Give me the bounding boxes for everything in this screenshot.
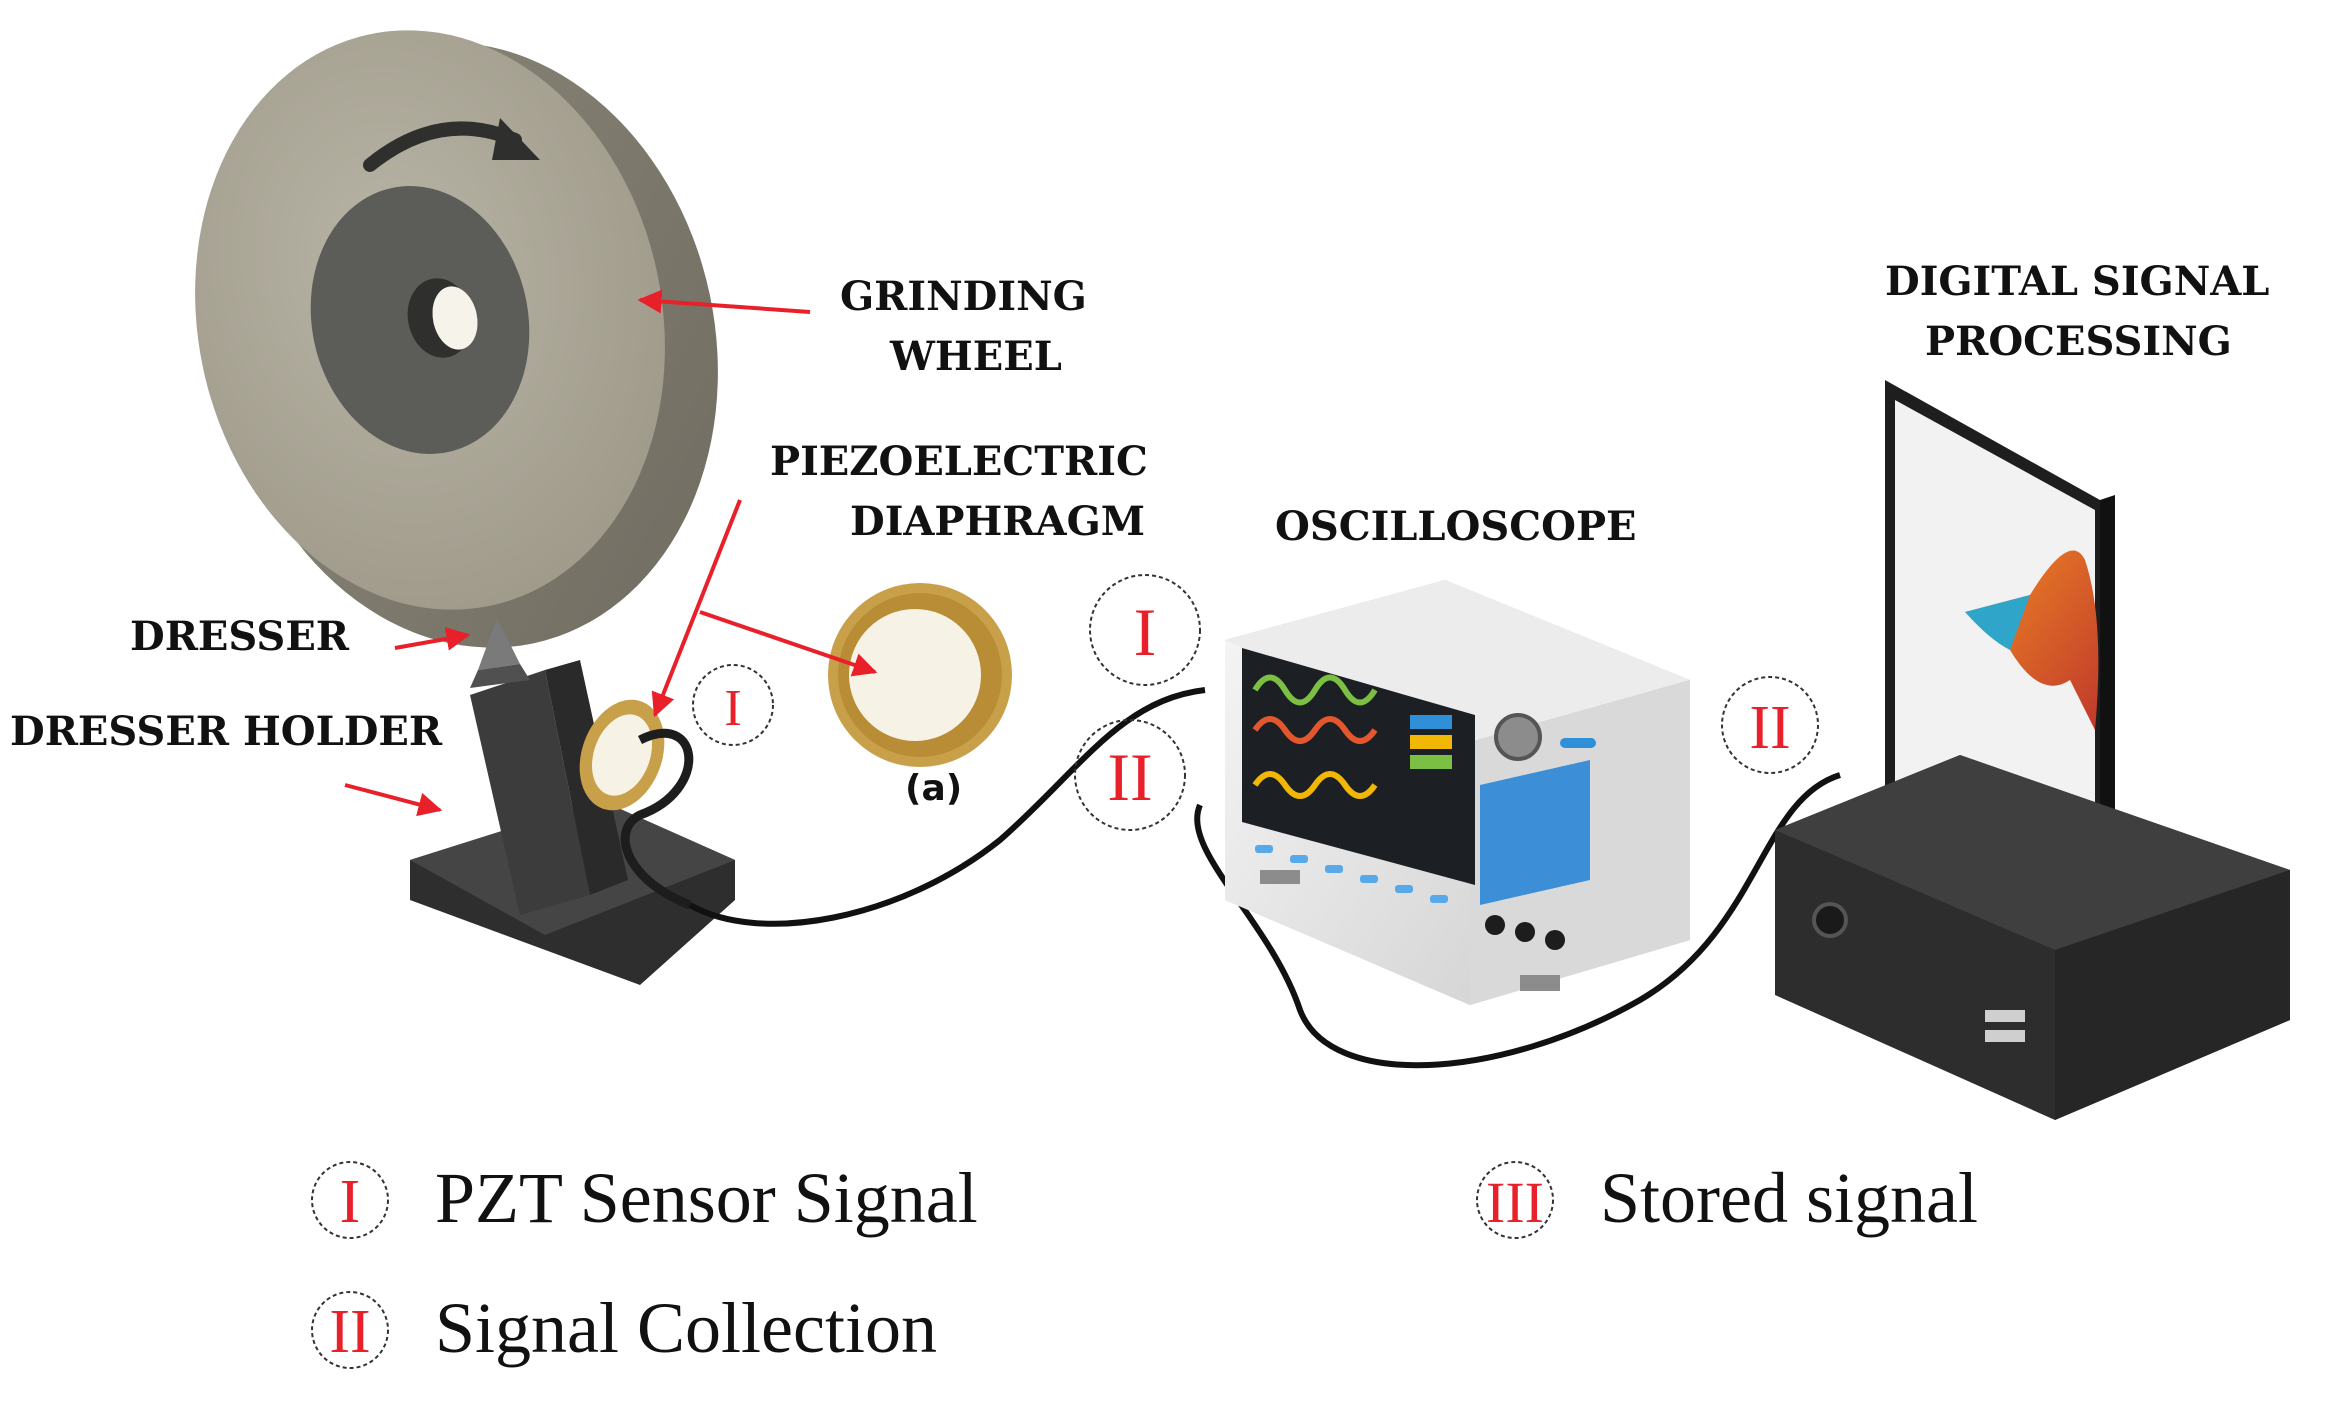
marker-sensor: I bbox=[692, 664, 774, 746]
marker-scope-in-numeral: I bbox=[1134, 594, 1157, 670]
wave-yellow bbox=[1252, 771, 1378, 799]
marker-computer-in-numeral: II bbox=[1749, 694, 1790, 762]
legend-item-3: III Stored signal bbox=[1476, 1158, 1978, 1239]
marker-scope-out-numeral: II bbox=[1107, 739, 1152, 815]
pzt-sensor-on-holder bbox=[579, 699, 694, 910]
pointer-dresser-holder bbox=[344, 783, 443, 817]
oscilloscope-keypad bbox=[1480, 760, 1590, 905]
legend-text-3: Stored signal bbox=[1600, 1158, 1978, 1238]
matlab-logo-icon bbox=[1965, 550, 2099, 730]
piezo-diaphragm-inset bbox=[828, 583, 1012, 767]
dresser-tip bbox=[478, 618, 520, 670]
marker-computer-in: II bbox=[1721, 676, 1819, 774]
computer bbox=[1775, 380, 2290, 1120]
oscilloscope-screen bbox=[1242, 648, 1475, 885]
marker-sensor-numeral: I bbox=[724, 680, 741, 737]
legend-text-1: PZT Sensor Signal bbox=[435, 1158, 978, 1238]
legend-text-2: Signal Collection bbox=[435, 1288, 937, 1368]
legend-numeral-3: III bbox=[1486, 1170, 1544, 1235]
legend-item-1: I PZT Sensor Signal bbox=[311, 1158, 978, 1239]
label-dresser-holder: DRESSER HOLDER bbox=[10, 708, 443, 755]
pointer-dresser bbox=[394, 626, 471, 651]
legend-numeral-1: I bbox=[340, 1168, 361, 1236]
grinding-wheel bbox=[195, 30, 718, 648]
legend-item-2: II Signal Collection bbox=[311, 1288, 937, 1369]
label-dsp-line2: PROCESSING bbox=[1925, 318, 2232, 365]
pointer-piezo-to-inset bbox=[699, 610, 878, 677]
marker-scope-in: I bbox=[1089, 574, 1201, 686]
oscilloscope bbox=[1225, 580, 1690, 1005]
label-grinding-wheel-line1: GRINDING bbox=[840, 273, 1087, 320]
label-oscilloscope: OSCILLOSCOPE bbox=[1275, 503, 1637, 550]
wave-green bbox=[1252, 674, 1378, 706]
oscilloscope-knob bbox=[1494, 713, 1542, 761]
label-grinding-wheel-line2: WHEEL bbox=[889, 333, 1062, 380]
label-dresser: DRESSER bbox=[130, 613, 350, 660]
label-dsp-line1: DIGITAL SIGNAL bbox=[1885, 258, 2269, 305]
marker-scope-out: II bbox=[1074, 719, 1186, 831]
label-piezo-line2: DIAPHRAGM bbox=[850, 498, 1145, 545]
pointer-grinding-wheel bbox=[637, 289, 811, 314]
dresser-holder bbox=[410, 618, 735, 985]
rotation-arrowhead-icon bbox=[492, 118, 540, 160]
legend-numeral-2: II bbox=[329, 1298, 370, 1366]
wave-red bbox=[1252, 716, 1378, 744]
figure-mark-a: (a) bbox=[905, 768, 962, 809]
legend: I PZT Sensor Signal II Signal Collection… bbox=[311, 1158, 1978, 1369]
label-piezo-line1: PIEZOELECTRIC bbox=[770, 438, 1148, 485]
pointer-piezo-to-sensor bbox=[651, 499, 742, 718]
